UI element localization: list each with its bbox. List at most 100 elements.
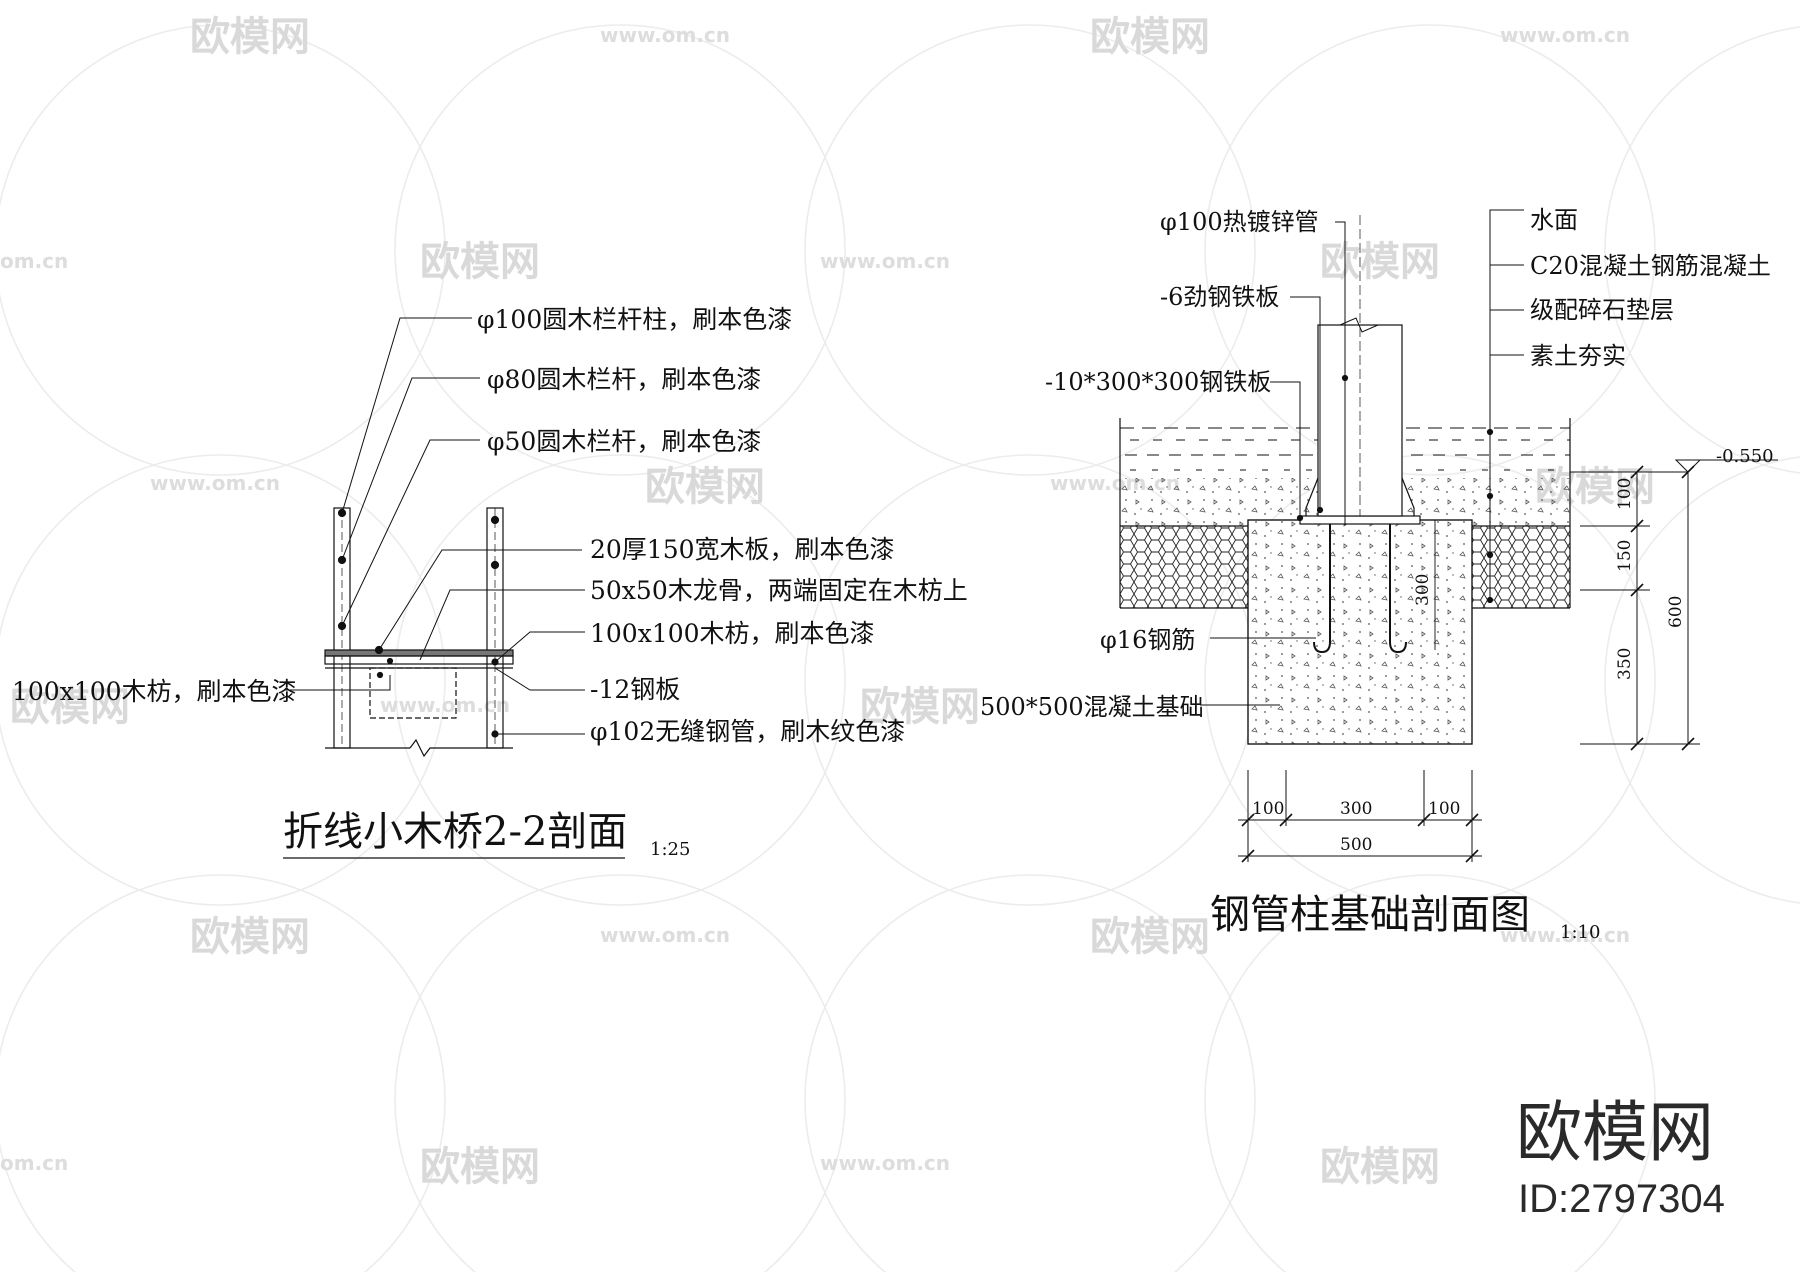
label-plank: 20厚150宽木板，刷本色漆 [590, 535, 895, 564]
watermark-brand: 欧模网 [10, 684, 130, 730]
label-rail50: φ50圆木栏杆，刷本色漆 [487, 427, 761, 456]
dim-tick [1241, 849, 1255, 863]
label-beam-left: 100x100木枋，刷本色漆 [12, 677, 297, 706]
concrete-footing-fill [1247, 519, 1473, 745]
dim-150: 150 [1615, 540, 1635, 572]
leader-keel [419, 589, 585, 661]
dim-tick [1630, 519, 1644, 533]
rail-dot [490, 515, 500, 525]
watermark-brand: 欧模网 [860, 684, 980, 730]
dimension-values: 100 150 350 600 300 100 300 100 500 [1252, 478, 1686, 855]
leader-dot [1486, 596, 1494, 604]
watermark-url: www.om.cn [820, 1151, 950, 1175]
label-soil: 素土夯实 [1530, 342, 1626, 370]
dim-350: 350 [1615, 648, 1635, 680]
dim-tick [1630, 737, 1644, 751]
watermark-brand: 欧模网 [1320, 1144, 1440, 1190]
label-plate: -10*300*300钢铁板 [1045, 368, 1271, 396]
foundation-title: 钢管柱基础剖面图 [1210, 892, 1530, 938]
label-keel: 50x50木龙骨，两端固定在木枋上 [590, 576, 968, 605]
watermark-brand: 欧模网 [420, 1144, 540, 1190]
watermark-url: www.om.cn [1500, 23, 1630, 47]
dim-300-vertical: 300 [1413, 574, 1433, 606]
label-rail80: φ80圆木栏杆，刷本色漆 [487, 365, 761, 394]
watermark-url: www.om.cn [600, 923, 730, 947]
stiffener-right [1401, 477, 1415, 516]
base-plate [1299, 515, 1421, 525]
under-beam [369, 667, 457, 719]
label-gravel: 级配碎石垫层 [1530, 296, 1674, 324]
leader-plate [494, 667, 585, 691]
watermark-brand: 欧模网 [1090, 14, 1210, 60]
leader-post [341, 317, 472, 514]
watermark-brand: 欧模网 [190, 14, 310, 60]
leader-plank [378, 549, 582, 651]
label-concrete: C20混凝土钢筋混凝土 [1530, 252, 1771, 280]
leader-dot [1296, 514, 1304, 522]
leader-stiffener [1290, 296, 1321, 510]
leader-dot [1316, 506, 1324, 514]
corner-logo: 欧模网 ID:2797304 [1516, 1095, 1725, 1221]
corner-id: ID:2797304 [1518, 1177, 1725, 1221]
leader-dot [1486, 428, 1494, 436]
watermark-url: www.om.cn [820, 249, 950, 273]
leader-dot [1486, 492, 1494, 500]
dim-tick [1465, 849, 1479, 863]
label-footing: 500*500混凝土基础 [980, 693, 1204, 721]
dim-tick [1630, 465, 1644, 479]
dim-600: 600 [1666, 596, 1686, 628]
watermark-brand: 欧模网 [420, 239, 540, 285]
leader-rail80 [341, 377, 480, 561]
foundation-section [1119, 209, 1778, 863]
dim-tick [1681, 465, 1695, 479]
bridge-section [283, 317, 625, 859]
leader-dot [1341, 374, 1349, 382]
watermark-url: www.om.cn [150, 471, 280, 495]
label-rebar: φ16钢筋 [1100, 626, 1195, 654]
leader-pipe [1335, 221, 1346, 525]
dim-300: 300 [1340, 799, 1372, 819]
watermark-url: www.om.cn [380, 693, 510, 717]
watermark-url: www.om.cn [600, 23, 730, 47]
label-beam-right: 100x100木枋，刷本色漆 [590, 619, 875, 648]
dim-tick [1630, 583, 1644, 597]
watermark-brand: 欧模网 [1320, 239, 1440, 285]
rail-dot [490, 560, 500, 570]
watermark-circles [0, 24, 1800, 1272]
foundation-labels: φ100热镀锌管 -6劲钢铁板 -10*300*300钢铁板 水面 C20混凝土… [980, 206, 1774, 943]
leader-soil [1489, 354, 1524, 600]
label-post: φ100圆木栏杆柱，刷本色漆 [477, 305, 792, 334]
section-break [409, 738, 513, 758]
leader-beam [494, 631, 585, 663]
label-plate: -12钢板 [590, 675, 680, 704]
deck-keel [324, 655, 514, 665]
label-pipe: φ100热镀锌管 [1160, 208, 1319, 236]
watermark-brand: 欧模网 [1090, 914, 1210, 960]
watermark-brand: 欧模网 [645, 464, 765, 510]
dim-100-right: 100 [1428, 799, 1460, 819]
leader-water [1489, 209, 1524, 432]
leader-beam-left [285, 675, 391, 691]
leader-rail50 [341, 439, 480, 627]
dim-100: 100 [1615, 478, 1635, 510]
pipe-break [1339, 317, 1379, 333]
keel-dot [386, 657, 394, 665]
stiffener-left [1305, 477, 1319, 516]
dim-tick [1681, 737, 1695, 751]
corner-brand: 欧模网 [1516, 1095, 1714, 1169]
foundation-scale: 1:10 [1560, 922, 1600, 943]
bridge-labels: φ100圆木栏杆柱，刷本色漆 φ80圆木栏杆，刷本色漆 φ50圆木栏杆，刷本色漆… [12, 305, 968, 860]
dim-tick [1465, 813, 1479, 827]
deck-plank [324, 649, 514, 657]
bridge-scale: 1:25 [650, 839, 690, 860]
rebar-left [1313, 524, 1331, 654]
beam-dot [376, 671, 384, 679]
rebar-right [1389, 524, 1407, 654]
dim-500: 500 [1340, 835, 1372, 855]
watermark-layer: 欧模网 欧模网 欧模网 欧模网 欧模网 欧模网 欧模网 欧模网 欧模网 欧模网 … [0, 14, 1800, 1272]
dim-tick [1279, 813, 1293, 827]
dim-100-left: 100 [1252, 799, 1284, 819]
watermark-url-short: om.cn [0, 249, 68, 273]
label-pipe: φ102无缝钢管，刷木纹色漆 [590, 717, 905, 746]
